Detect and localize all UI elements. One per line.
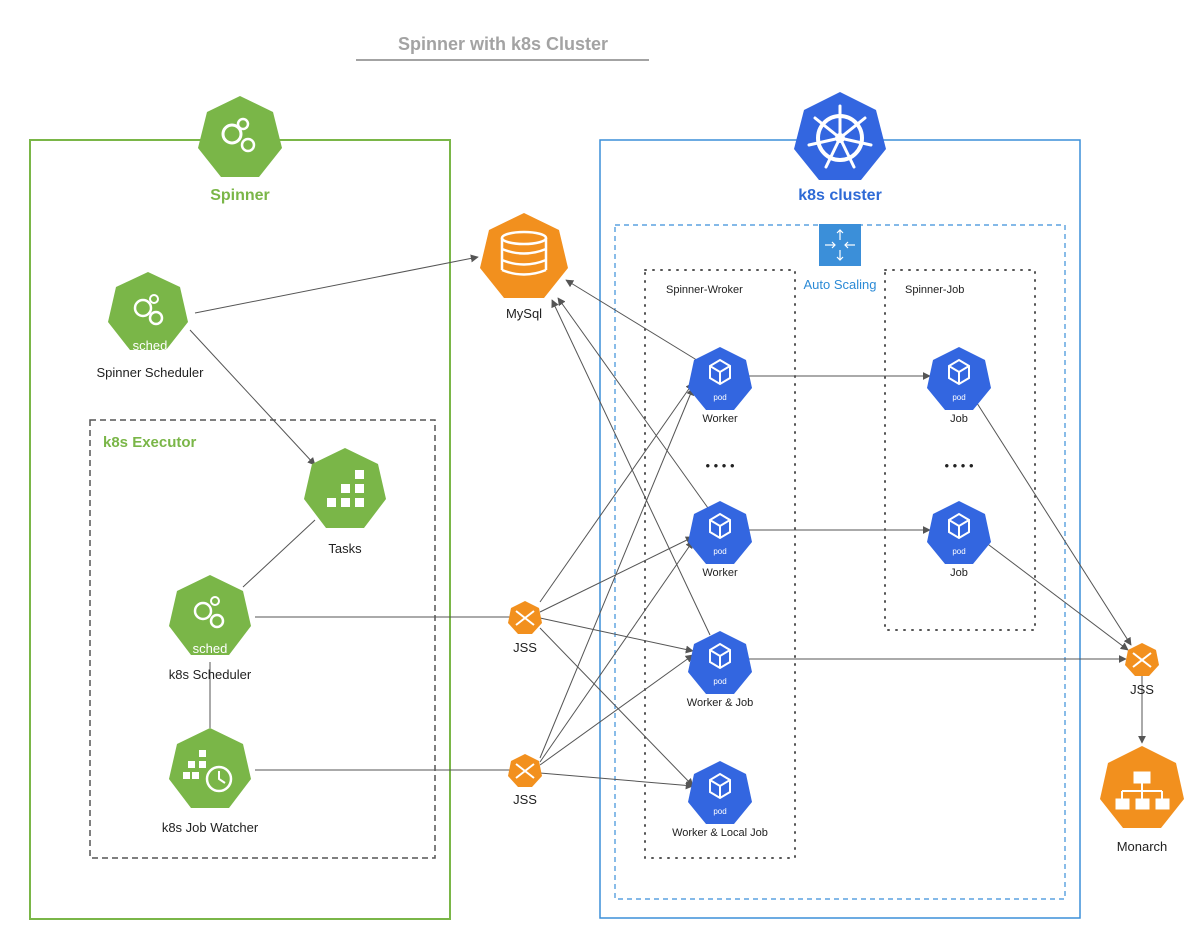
edge-jss2-worker2 (539, 540, 694, 763)
jss-label-1: JSS (513, 640, 537, 655)
shuffle-icon (515, 610, 535, 626)
diagram-title: Spinner with k8s Cluster (398, 34, 608, 54)
pod-worker-local-job[interactable]: pod Worker & Local Job (672, 761, 768, 839)
spinner-group-icon (198, 96, 282, 177)
hierarchy-icon (1115, 771, 1170, 810)
edge-jss1-workerjob (539, 617, 694, 654)
database-icon (500, 230, 548, 276)
edge-worker1-mysql (565, 279, 701, 363)
auto-scaling-group (614, 224, 1066, 900)
k8s-scheduler-node[interactable]: sched k8s Scheduler (169, 575, 252, 682)
spinner-job-group (884, 269, 1036, 631)
gear-icon (133, 298, 153, 318)
monarch-label: Monarch (1117, 839, 1168, 854)
grid-icon (327, 470, 364, 507)
job-label-1: Job (950, 413, 968, 425)
gear-icon (193, 601, 213, 621)
edge-job1-jss3 (974, 399, 1132, 646)
cube-icon (948, 512, 970, 540)
pod-badge: pod (952, 547, 965, 556)
worker-local-job-label: Worker & Local Job (672, 827, 768, 839)
spinner-scheduler-badge: sched (133, 338, 168, 353)
pod-job-2[interactable]: pod Job (927, 501, 991, 579)
jss-node-2[interactable]: JSS (508, 754, 542, 807)
edge-worker2-mysql (557, 297, 709, 509)
shuffle-icon (515, 763, 535, 779)
cube-icon (948, 358, 970, 386)
tasks-node[interactable]: Tasks (304, 448, 386, 556)
k8s-job-watcher-node[interactable]: k8s Job Watcher (162, 728, 259, 835)
auto-scaling-label: Auto Scaling (804, 277, 877, 292)
monarch-node[interactable]: Monarch (1100, 746, 1184, 854)
pod-worker-2[interactable]: pod Worker (688, 501, 752, 579)
edge-jss1-worker1 (539, 382, 694, 603)
auto-scaling-icon (819, 224, 861, 266)
k8s-scheduler-label: k8s Scheduler (169, 667, 252, 682)
mysql-label: MySql (506, 306, 542, 321)
jss-node-1[interactable]: JSS (508, 601, 542, 655)
jss-label-3: JSS (1130, 682, 1154, 697)
jss-node-3[interactable]: JSS (1125, 643, 1159, 697)
pod-badge: pod (713, 393, 726, 402)
edge-workerjob-mysql (551, 299, 711, 636)
spinner-group (29, 139, 451, 920)
cube-icon (709, 358, 731, 386)
spinner-worker-label: Spinner-Wroker (666, 284, 743, 296)
k8s-cluster-label: k8s cluster (798, 187, 882, 204)
spinner-job-label: Spinner-Job (905, 284, 964, 296)
pod-worker-1[interactable]: pod Worker (688, 347, 752, 425)
cube-icon (709, 642, 731, 670)
edge-k8s-scheduler-tasks (242, 519, 316, 588)
worker-label-2: Worker (702, 567, 738, 579)
job-ellipsis: • • • • (944, 458, 973, 473)
k8s-scheduler-badge: sched (193, 641, 228, 656)
jss-label-2: JSS (513, 792, 537, 807)
k8s-executor-group (89, 419, 436, 859)
spinner-group-label: Spinner (210, 187, 270, 204)
pod-job-1[interactable]: pod Job (927, 347, 991, 425)
edge-scheduler-mysql (194, 254, 479, 314)
spinner-scheduler-node[interactable]: sched Spinner Scheduler (97, 272, 205, 380)
edge-scheduler-tasks (189, 329, 316, 466)
mysql-node[interactable]: MySql (480, 213, 568, 321)
worker-ellipsis: • • • • (705, 458, 734, 473)
tasks-label: Tasks (328, 541, 362, 556)
worker-job-label: Worker & Job (687, 697, 753, 709)
edge-jss1-workerlocal (539, 627, 694, 787)
pod-worker-job[interactable]: pod Worker & Job (687, 631, 753, 709)
edges (189, 254, 1146, 790)
edge-jss2-workerlocal (539, 772, 694, 790)
cube-icon (709, 512, 731, 540)
spinner-scheduler-label: Spinner Scheduler (97, 365, 205, 380)
pod-badge: pod (713, 807, 726, 816)
k8s-executor-label: k8s Executor (103, 434, 197, 451)
job-label-2: Job (950, 567, 968, 579)
cube-icon (709, 772, 731, 800)
pod-badge: pod (713, 547, 726, 556)
edge-job2-jss3 (984, 541, 1129, 651)
pod-badge: pod (713, 677, 726, 686)
edge-jss2-worker1 (539, 387, 694, 759)
kubernetes-logo-icon (794, 92, 886, 180)
shuffle-icon (1132, 652, 1152, 668)
k8s-job-watcher-label: k8s Job Watcher (162, 820, 259, 835)
edge-jss2-workerjob (539, 654, 694, 766)
edge-jss1-worker2 (539, 536, 694, 613)
pod-badge: pod (952, 393, 965, 402)
worker-label-1: Worker (702, 413, 738, 425)
